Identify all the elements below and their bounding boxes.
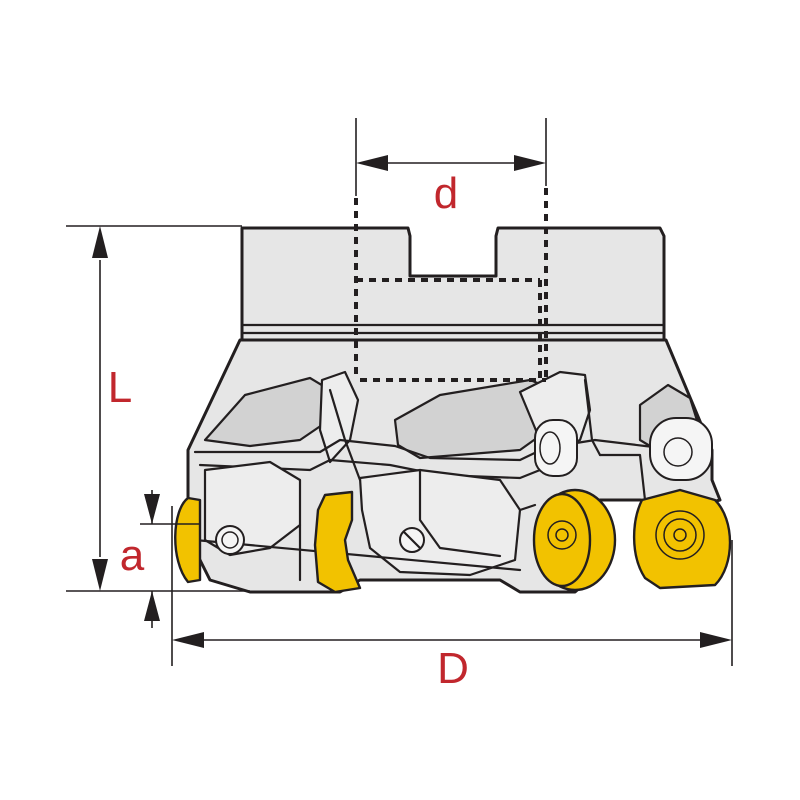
dimension-d: d [355,118,547,218]
screw-4 [649,417,713,481]
dimension-L: L [66,225,250,592]
cutter-shank [240,226,666,342]
insert-3 [532,488,617,592]
cutting-inserts [174,488,732,594]
dimension-label-a: a [120,531,145,580]
dimension-a: a [120,490,200,628]
clamp-screws [215,417,713,555]
dimension-label-d: d [434,169,458,218]
dimension-D: D [171,506,733,693]
insert-1 [174,496,202,584]
insert-2 [313,490,362,594]
insert-4 [632,488,732,590]
screw-1 [215,525,245,555]
dimension-label-L: L [108,363,132,412]
screw-3 [534,419,578,477]
bore-hidden-lines [354,188,548,382]
dimension-label-D: D [437,644,469,693]
